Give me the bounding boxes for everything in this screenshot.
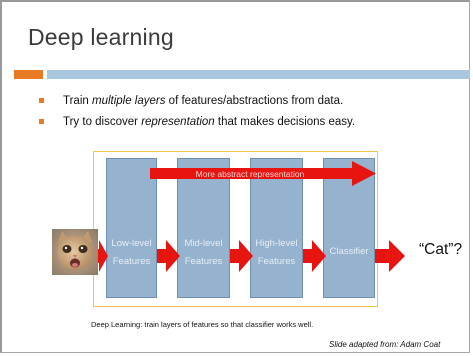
connector-arrow (303, 240, 326, 272)
kitten-photo (52, 229, 98, 275)
connector-arrow (157, 240, 180, 272)
output-arrow (375, 240, 405, 272)
abstraction-arrow-label: More abstract representation (195, 169, 305, 179)
slide-title: Deep learning (28, 24, 174, 50)
title-accent-orange-bar (14, 70, 43, 79)
output-label: “Cat”? (419, 241, 463, 258)
classifier-box: Classifier (323, 158, 375, 298)
abstraction-arrow (150, 161, 376, 186)
title-accent-blue-bar (47, 70, 470, 79)
bullet-text: Train multiple layers of features/abstra… (63, 95, 344, 107)
bullet-marker-icon (39, 119, 44, 124)
diagram-caption: Deep Learning: train layers of features … (91, 320, 314, 329)
slide-credit: Slide adapted from: Adam Coat (329, 340, 441, 349)
connector-arrow (230, 240, 253, 272)
bullet-marker-icon (39, 98, 44, 103)
input-arrow (90, 240, 108, 272)
bullet-text: Try to discover representation that make… (63, 116, 356, 128)
